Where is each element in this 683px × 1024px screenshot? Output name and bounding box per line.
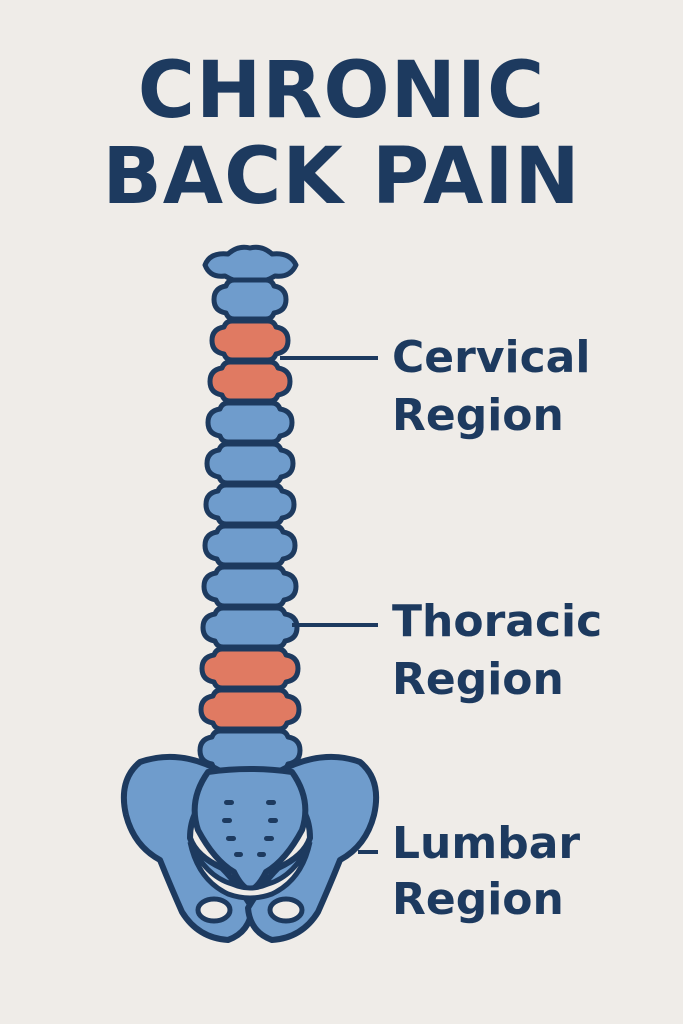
sacral-foramina (222, 800, 278, 857)
right-obturator-foramen (267, 896, 305, 924)
cervical-label-line-2: Region (392, 390, 564, 441)
left-obturator-foramen (195, 896, 233, 924)
pelvic-inlet (187, 840, 313, 901)
painful-vertebra (199, 646, 301, 691)
vertebra (197, 728, 303, 773)
vertebrae-column (197, 277, 303, 773)
title-line-2: BACK PAIN (102, 132, 581, 222)
vertebra (200, 605, 300, 650)
title-line-1: CHRONIC (137, 46, 546, 136)
vertebra (211, 277, 289, 322)
vertebra (202, 523, 298, 568)
pelvis-illustration (120, 753, 380, 943)
lumbar-label-line-1: Lumbar (392, 818, 581, 869)
sacrum (191, 766, 309, 893)
right-iliac-wing (245, 753, 380, 943)
painful-vertebra (198, 687, 302, 732)
left-iliac-wing (120, 753, 255, 943)
thoracic-label-line-2: Region (392, 654, 564, 705)
atlas-vertebra (202, 244, 299, 285)
thoracic-label-line-1: Thoracic (392, 596, 603, 647)
painful-vertebra (209, 318, 291, 363)
vertebra (201, 564, 299, 609)
vertebra (204, 441, 296, 486)
vertebra (203, 482, 297, 527)
lumbar-label-line-2: Region (392, 874, 564, 925)
vertebra (205, 400, 295, 445)
painful-vertebra (207, 359, 293, 404)
cervical-label-line-1: Cervical (392, 332, 591, 383)
